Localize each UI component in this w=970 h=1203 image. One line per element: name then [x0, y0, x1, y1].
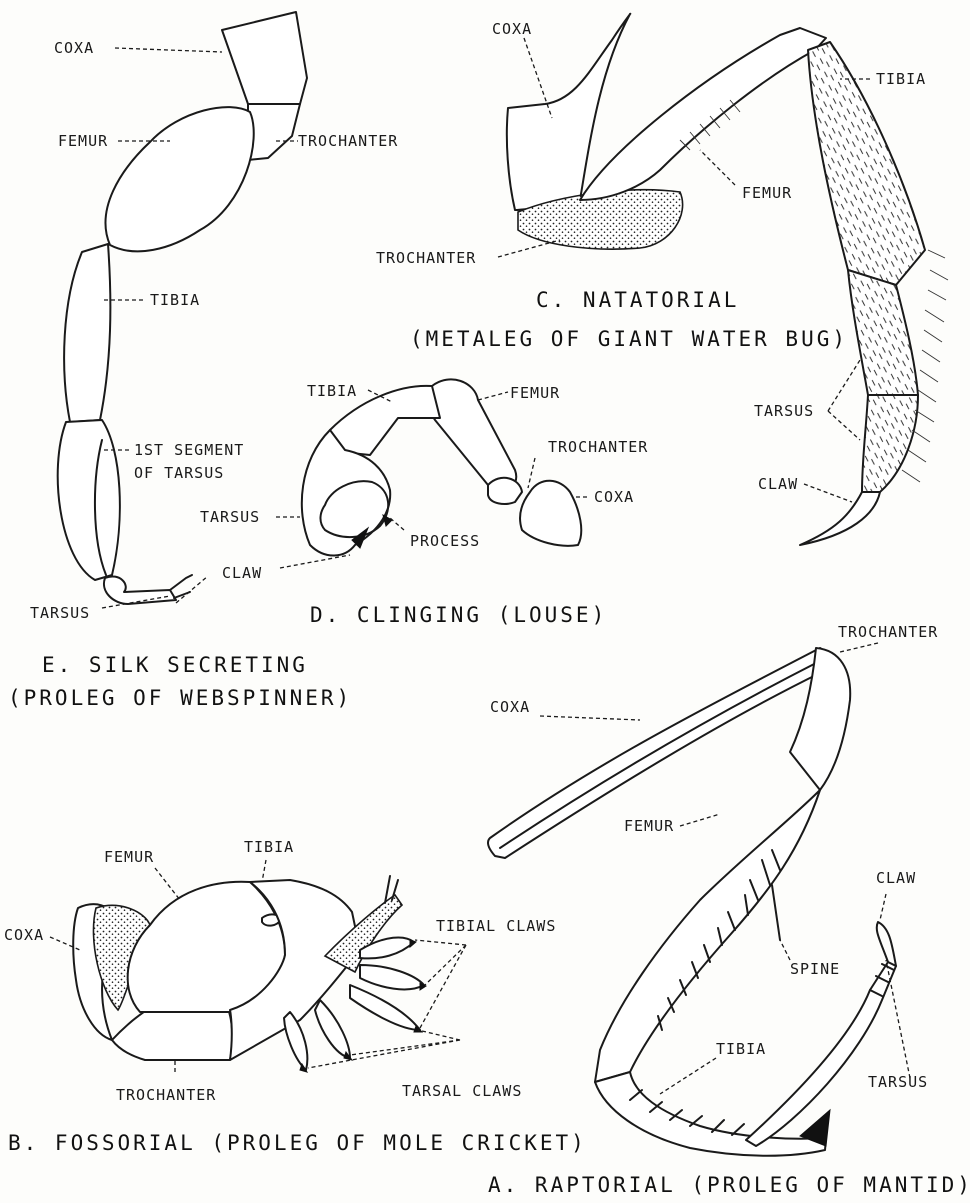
b-label-tibia: TIBIA: [244, 838, 294, 856]
b-label-trochanter: TROCHANTER: [116, 1086, 216, 1104]
c-label-claw: CLAW: [758, 475, 798, 493]
b-label-coxa: COXA: [4, 926, 44, 944]
e-tarsus1-shape: [58, 420, 120, 580]
panel-d-clinging-leg: [302, 379, 581, 555]
a-label-tarsus: TARSUS: [868, 1073, 928, 1091]
b-label-tibial-claws: TIBIAL CLAWS: [436, 917, 556, 935]
e-label-tarsus: TARSUS: [30, 604, 90, 622]
c-tarsus1-shape: [848, 270, 918, 395]
e-trochanter-shape: [248, 104, 300, 160]
panel-a-raptorial-leg: [488, 648, 896, 1156]
panel-c-natatorial-leg: [507, 14, 948, 545]
d-label-femur: FEMUR: [510, 384, 560, 402]
d-label-tibia: TIBIA: [307, 382, 357, 400]
e-label-claw: CLAW: [222, 564, 262, 582]
d-label-trochanter: TROCHANTER: [548, 438, 648, 456]
a-label-spine: SPINE: [790, 960, 840, 978]
e-femur-shape: [106, 107, 254, 251]
c-claw: [800, 492, 880, 545]
a-label-femur: FEMUR: [624, 817, 674, 835]
a-claw: [877, 922, 896, 966]
c-label-femur: FEMUR: [742, 184, 792, 202]
a-label-trochanter: TROCHANTER: [838, 623, 938, 641]
d-femur-shape: [427, 379, 516, 490]
d-trochanter-shape: [488, 478, 522, 504]
e-label-femur: FEMUR: [58, 132, 108, 150]
b-caption: B. FOSSORIAL (PROLEG OF MOLE CRICKET): [8, 1131, 587, 1155]
c-tarsus2-shape: [862, 395, 918, 492]
c-caption-line2: (METALEG OF GIANT WATER BUG): [410, 327, 848, 351]
c-label-coxa: COXA: [492, 20, 532, 38]
c-label-tibia: TIBIA: [876, 70, 926, 88]
b-tibial-claw-2: [360, 965, 424, 989]
d-coxa-shape: [520, 481, 581, 546]
a-spine: [772, 885, 780, 940]
c-caption-line1: C. NATATORIAL: [536, 288, 739, 312]
a-caption: A. RAPTORIAL (PROLEG OF MANTID): [488, 1173, 970, 1197]
b-label-femur: FEMUR: [104, 848, 154, 866]
e-caption-line1: E. SILK SECRETING: [42, 653, 308, 677]
a-label-coxa: COXA: [490, 698, 530, 716]
a-label-claw: CLAW: [876, 869, 916, 887]
e-label-tarsus-seg1-line1: 1ST SEGMENT: [134, 441, 244, 459]
d-label-process: PROCESS: [410, 532, 480, 550]
panel-b-fossorial-leg: [73, 876, 426, 1072]
e-label-tibia: TIBIA: [150, 291, 200, 309]
c-label-tarsus: TARSUS: [754, 402, 814, 420]
b-tibial-claw-5: [284, 1012, 307, 1070]
e-label-trochanter: TROCHANTER: [298, 132, 398, 150]
e-tarsus-tip: [104, 576, 176, 604]
c-femur-shape: [580, 28, 826, 200]
a-label-tibia: TIBIA: [716, 1040, 766, 1058]
e-label-coxa: COXA: [54, 39, 94, 57]
d-caption: D. CLINGING (LOUSE): [310, 603, 607, 627]
e-caption-line2: (PROLEG OF WEBSPINNER): [8, 686, 352, 710]
d-label-coxa: COXA: [594, 488, 634, 506]
d-process: [383, 515, 392, 526]
d-label-tarsus: TARSUS: [200, 508, 260, 526]
c-label-trochanter: TROCHANTER: [376, 249, 476, 267]
e-label-tarsus-seg1-line2: OF TARSUS: [134, 464, 224, 482]
b-tibial-claw-4: [315, 1000, 350, 1058]
b-tibial-claw-3: [350, 985, 420, 1030]
e-coxa-shape: [222, 12, 307, 104]
e-tibia-shape: [64, 244, 110, 422]
b-label-tarsal-claws: TARSAL CLAWS: [402, 1082, 522, 1100]
